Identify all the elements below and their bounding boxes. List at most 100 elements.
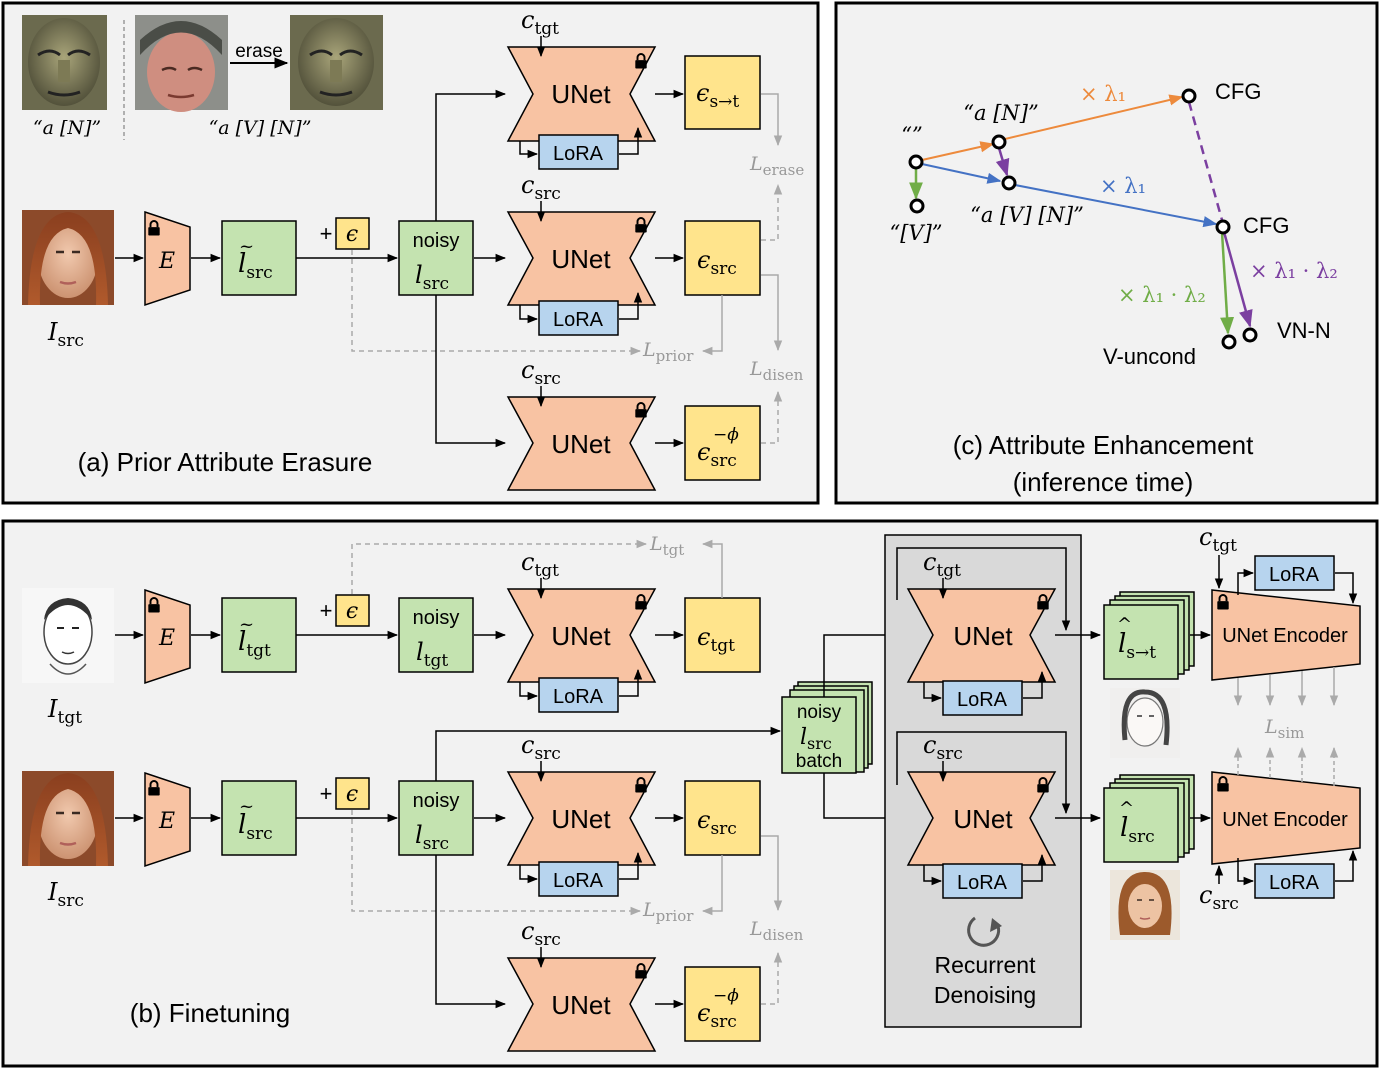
c-prompt-empty: “” <box>901 123 922 147</box>
lora-label: LoRA <box>553 309 604 331</box>
erased-face <box>290 15 383 110</box>
painted-output-face <box>1110 870 1180 940</box>
arrow <box>923 865 943 886</box>
source-face <box>22 210 114 305</box>
unet-a2 <box>506 211 657 306</box>
c-lambda1-blue: × λ₁ <box>1100 174 1146 198</box>
c-lambda12-purple: × λ₁ · λ₂ <box>1250 259 1338 283</box>
arrow <box>619 851 643 880</box>
tilde: ~ <box>239 796 254 817</box>
unet-label: UNet <box>953 621 1013 651</box>
output-stack-src <box>1103 774 1195 863</box>
batch-noisy-label: noisy <box>797 702 842 723</box>
c-v-uncond: V-uncond <box>1103 344 1196 369</box>
c-vn-n: VN-N <box>1277 318 1331 343</box>
unet-a1 <box>506 46 657 142</box>
eps-src-phi-b <box>684 966 761 1042</box>
arrow <box>519 141 539 159</box>
panel-c-title-1: (c) Attribute Enhancement <box>953 430 1254 460</box>
unet-r2 <box>906 771 1057 866</box>
unet-b3 <box>506 957 657 1052</box>
latent-src-label: lsrc <box>238 810 273 844</box>
erase-loss-path <box>761 93 783 147</box>
noisy-label: noisy <box>413 790 460 812</box>
noisy-batch-stack <box>781 681 873 774</box>
arrow <box>1335 849 1358 882</box>
prior-loss-path-a <box>351 250 642 356</box>
lora-b1 <box>538 677 619 713</box>
tilde: ~ <box>239 614 254 635</box>
recurrent-arrow-icon <box>967 916 1002 947</box>
noisy-label: noisy <box>413 607 460 629</box>
eps-src-phi-label: ϵsrc <box>697 999 737 1032</box>
recurrent-label-1: Recurrent <box>935 952 1037 978</box>
unet-encoder-label: UNet Encoder <box>1222 809 1348 831</box>
eps-tgt <box>684 597 761 673</box>
mask-face <box>22 15 107 110</box>
plus-sign: + <box>320 781 333 806</box>
lora-b2 <box>538 861 619 897</box>
lora-label: LoRA <box>553 686 604 708</box>
arrow <box>435 295 507 448</box>
unet-a3 <box>506 396 657 491</box>
disen-loss-path-b <box>761 835 783 912</box>
sim-loss-arrows <box>1233 667 1339 786</box>
disen-loss-path-a <box>761 274 783 352</box>
arrow <box>435 89 507 221</box>
unet-b2 <box>506 771 657 866</box>
lora-label: LoRA <box>957 689 1008 711</box>
caption-prompt-n: “a [N]” <box>33 117 101 139</box>
arrow <box>619 291 643 320</box>
noisy-latent-b-src <box>398 780 474 856</box>
panel-b-title: (b) Finetuning <box>130 998 290 1028</box>
arrow <box>823 630 907 697</box>
encoder-label: E <box>158 626 175 651</box>
epsilon-b-src <box>335 777 370 810</box>
lora-a2 <box>538 300 619 336</box>
arrow <box>1335 572 1358 605</box>
sketch-face <box>22 588 114 683</box>
eps-s-to-t-label: ϵs→t <box>696 79 739 112</box>
noisy-latent-a <box>398 220 474 296</box>
c-cfg-top: CFG <box>1215 79 1261 104</box>
panel-c-title-2: (inference time) <box>1013 467 1194 497</box>
lora-label: LoRA <box>957 872 1008 894</box>
noisy-latent-b-tgt <box>398 597 474 673</box>
unet-label: UNet <box>551 621 611 651</box>
epsilon-label: ϵ <box>346 782 358 807</box>
prior-loss-path-a2 <box>701 295 723 356</box>
attribute-enhancement-plot <box>908 88 1258 350</box>
c-cfg-mid: CFG <box>1243 213 1289 238</box>
lora-r1 <box>942 680 1023 716</box>
hat: ^ <box>1119 798 1134 819</box>
lora-label: LoRA <box>1269 564 1320 586</box>
arrow <box>923 682 943 703</box>
lora-a1 <box>538 134 619 170</box>
prior-loss-path-b <box>351 810 642 916</box>
tilde: ~ <box>239 236 254 257</box>
encoder-b-tgt <box>144 588 191 685</box>
hat: ^ <box>1117 614 1132 635</box>
lora-label: LoRA <box>553 143 604 165</box>
unet-label: UNet <box>953 804 1013 834</box>
lora-label: LoRA <box>553 870 604 892</box>
tgt-loss-path2 <box>701 539 723 598</box>
c-prompt-vn: “a [V] [N]” <box>970 203 1084 227</box>
plus-sign: + <box>320 221 333 246</box>
prior-loss-path-b2 <box>701 855 723 916</box>
recurrent-loop <box>896 547 1071 632</box>
eps-phi-sup: −ϕ <box>713 986 739 1006</box>
unet-r1 <box>906 588 1057 683</box>
unet-label: UNet <box>551 990 611 1020</box>
arrow <box>619 126 643 155</box>
unet-label: UNet <box>551 79 611 109</box>
arrow <box>519 682 539 701</box>
unet-label: UNet <box>551 244 611 274</box>
unet-encoder-tgt <box>1211 589 1361 681</box>
eps-phi-sup: −ϕ <box>713 425 739 445</box>
epsilon-a <box>335 217 370 250</box>
epsilon-label: ϵ <box>346 222 358 247</box>
arrow <box>1023 853 1047 882</box>
unet-encoder-label: UNet Encoder <box>1222 625 1348 647</box>
epsilon-label: ϵ <box>346 599 358 624</box>
